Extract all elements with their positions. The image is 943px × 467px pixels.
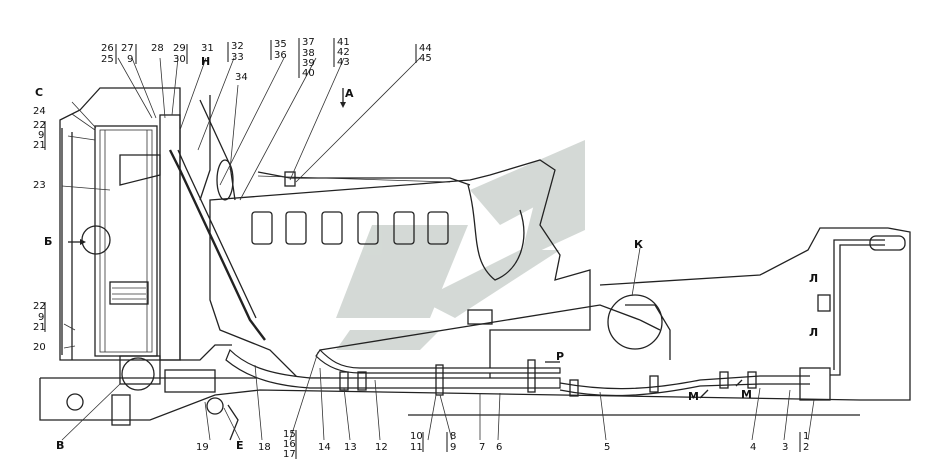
callout-22-lower: 22 — [33, 301, 46, 312]
callout-2: 2 — [803, 442, 810, 453]
chassis-frame — [39, 227, 911, 426]
callout-24: 24 — [33, 106, 46, 117]
callout-1: 1 — [803, 431, 810, 442]
callout-4: 4 — [750, 442, 757, 453]
callout-14: 14 — [318, 442, 331, 453]
engine-block — [209, 159, 591, 381]
callout-34: 34 — [235, 72, 248, 83]
callout-25: 25 — [101, 54, 114, 65]
callout-44: 44 — [419, 43, 432, 54]
callout-7: 7 — [479, 442, 486, 453]
callout-P: Р — [556, 350, 565, 363]
callout-27: 27 — [121, 43, 134, 54]
callout-38: 38 — [302, 48, 315, 59]
callout-35: 35 — [274, 39, 287, 50]
callout-3: 3 — [782, 442, 789, 453]
callout-V: В — [56, 439, 65, 452]
callout-H: Н — [201, 55, 211, 68]
callout-32: 32 — [231, 41, 244, 52]
callout-43: 43 — [337, 57, 350, 68]
callout-45: 45 — [419, 53, 432, 64]
callout-13: 13 — [344, 442, 357, 453]
callout-6: 6 — [496, 442, 503, 453]
callout-B-cyr: Б — [44, 235, 53, 248]
lower-hoses — [225, 235, 906, 401]
callout-17: 17 — [283, 449, 296, 460]
callout-9: 9 — [127, 54, 134, 65]
callout-10: 10 — [410, 431, 423, 442]
callout-8: 8 — [450, 431, 457, 442]
callout-41: 41 — [337, 37, 350, 48]
callout-26: 26 — [101, 43, 114, 54]
callout-21-lower: 21 — [33, 322, 46, 333]
callout-C: С — [35, 86, 44, 99]
leader-lines — [61, 57, 815, 441]
callout-9-upper: 9 — [38, 130, 45, 141]
callout-42: 42 — [337, 47, 350, 58]
callout-K: К — [634, 238, 643, 251]
callout-15: 15 — [283, 429, 296, 440]
callout-36: 36 — [274, 50, 287, 61]
callout-22: 22 — [33, 120, 46, 131]
callout-31: 31 — [201, 43, 214, 54]
callout-18: 18 — [258, 442, 271, 453]
lower-fittings — [119, 344, 239, 441]
callout-9-lower: 9 — [38, 312, 45, 323]
callout-21: 21 — [33, 140, 46, 151]
callout-L-lower: Л — [809, 326, 819, 339]
callout-33: 33 — [231, 52, 244, 63]
callout-23: 23 — [33, 180, 46, 191]
callout-9-bottom: 9 — [450, 442, 457, 453]
callout-11: 11 — [410, 442, 423, 453]
watermark-logo — [336, 140, 585, 350]
callout-A: А — [345, 87, 354, 100]
callout-29: 29 — [173, 43, 186, 54]
callout-19: 19 — [196, 442, 209, 453]
callout-20: 20 — [33, 342, 46, 353]
callout-39: 39 — [302, 58, 315, 69]
callout-5: 5 — [604, 442, 611, 453]
radiator-assembly — [59, 87, 181, 361]
callout-28: 28 — [151, 43, 164, 54]
callout-16: 16 — [283, 439, 296, 450]
callout-E: Е — [236, 439, 244, 452]
callout-40: 40 — [302, 68, 315, 79]
callout-30: 30 — [173, 54, 186, 65]
callout-37: 37 — [302, 37, 315, 48]
callout-M-right: М — [741, 388, 752, 401]
callout-12: 12 — [375, 442, 388, 453]
callout-L-upper: Л — [809, 272, 819, 285]
callout-M-left: М — [688, 390, 699, 403]
